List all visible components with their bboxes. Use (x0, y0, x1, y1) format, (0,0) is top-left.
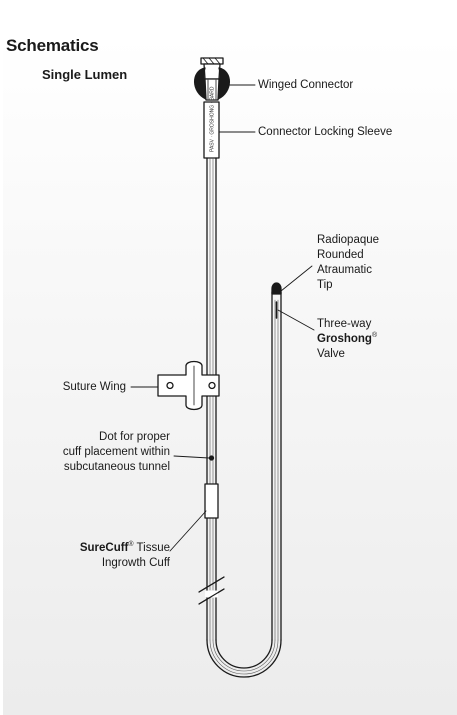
diagram-subtitle: Single Lumen (42, 67, 128, 82)
radiopaque-tip (271, 282, 282, 295)
diagram-panel (3, 36, 457, 715)
catheter-shaft (206, 157, 217, 641)
break-marks (198, 576, 225, 605)
label-surecuff: SureCuff® Tissue Ingrowth Cuff (79, 541, 170, 569)
catheter-return-leg (271, 291, 282, 641)
label-cuff-dot: Dot for proper cuff placement within sub… (62, 431, 170, 473)
label-suture-wing: Suture Wing (62, 381, 126, 393)
sleeve-print: PASV · GROSHONG · BARD (210, 86, 216, 152)
connector-locking-sleeve (203, 101, 220, 159)
winged-connector (193, 57, 231, 101)
suture-wing (157, 360, 220, 411)
catheter-u-bend (206, 639, 282, 678)
surecuff-cuff (204, 483, 219, 519)
label-winged-connector: Winged Connector (258, 79, 354, 91)
leader-lines (130, 84, 315, 552)
label-radiopaque-tip: Radiopaque Rounded Atraumatic Tip (317, 234, 380, 291)
cuff-placement-dot (208, 455, 215, 461)
page-title: Schematics (6, 36, 99, 55)
connector-hub (203, 63, 221, 80)
label-connector-locking-sleeve: Connector Locking Sleeve (258, 126, 393, 138)
label-groshong-valve: Three-way Groshong® Valve (317, 318, 378, 360)
